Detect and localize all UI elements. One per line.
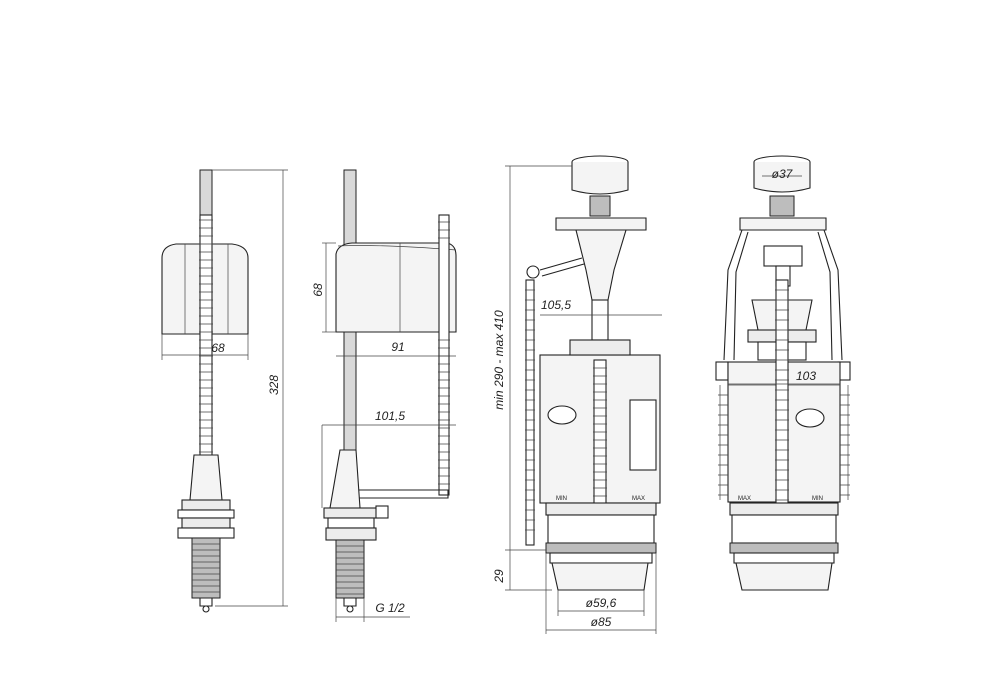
dim-101-5: 101,5 [375,409,405,423]
dim-105-5: 105,5 [541,298,571,312]
dim-min-max: min 290 - max 410 [492,310,506,410]
fill-valve-front-view: 68 328 [161,169,288,613]
flush-valve-side-view: MAX MIN ø37 103 [715,155,851,591]
marking-min-front: MIN [556,496,567,502]
marking-min-side: MIN [812,496,823,502]
fill-valve-side-view: 68 91 101,5 G 1/2 [311,169,457,622]
dim-103: 103 [796,369,816,383]
dim-328: 328 [267,375,281,395]
dim-91: 91 [391,340,404,354]
marking-max-front: MAX [632,496,645,502]
dim-29: 29 [492,569,506,584]
dim-g12: G 1/2 [375,601,405,615]
dim-68-side: 68 [311,283,325,297]
dim-d59-6: ø59,6 [586,596,617,610]
dim-68-front: 68 [211,341,225,355]
dim-d37: ø37 [772,167,794,181]
dim-d85: ø85 [591,615,612,629]
flush-valve-front-view: MIN MAX min 290 - max 410 105,5 29 ø59,6… [492,155,662,634]
marking-max-side: MAX [738,496,751,502]
